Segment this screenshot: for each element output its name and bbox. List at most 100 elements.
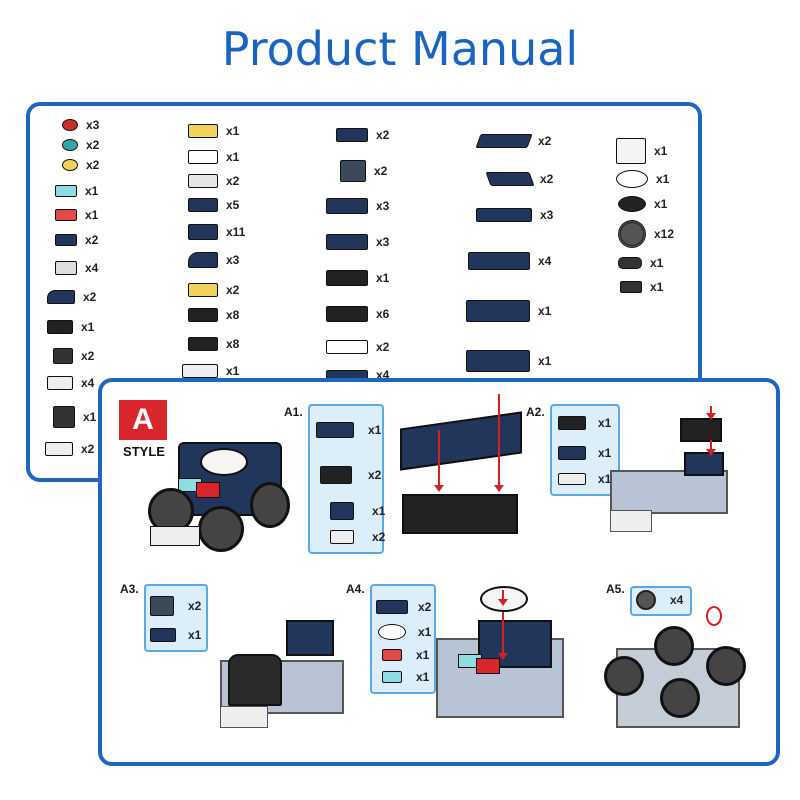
tire-icon (636, 590, 656, 610)
part-item: x1 (616, 170, 669, 188)
wedge-plate-left-navy-icon (475, 134, 533, 148)
down-arrow-icon (498, 612, 508, 660)
wheel (198, 506, 244, 552)
part-item: x6 (326, 306, 389, 322)
cube-black-icon (53, 406, 75, 428)
wedge-navy-icon (47, 290, 75, 304)
style-badge: A (119, 400, 167, 440)
wheel (250, 482, 290, 528)
part-item: x2 (47, 290, 96, 304)
step-a2-label: A2. (526, 405, 545, 419)
step-part: x1 (382, 648, 429, 662)
step-part: x2 (320, 466, 381, 484)
wedge-plate-right-navy-icon (485, 172, 535, 186)
part-item: x1 (53, 406, 96, 428)
brick-1x2-navy-icon (188, 224, 218, 240)
part-item: x3 (62, 118, 99, 132)
part-item: x2 (485, 172, 553, 186)
plate-1x1-navy-icon (55, 234, 77, 246)
part-item: x1 (55, 208, 98, 222)
windscreen-black-icon (150, 596, 174, 616)
plate-2x2-navy-icon (326, 234, 368, 250)
part-item: x3 (188, 252, 239, 268)
clip-plate-black-icon (47, 320, 73, 334)
step-part: x1 (316, 422, 381, 438)
car-base-navy-icon (466, 350, 530, 372)
wheel (604, 656, 644, 696)
rotate-icon (706, 606, 722, 626)
tire-icon (618, 220, 646, 248)
part-item: x2 (188, 283, 239, 297)
step-part: x1 (150, 628, 201, 642)
round-tile-teal-icon (62, 139, 78, 151)
pin-plate-black-icon (188, 337, 218, 351)
round-dish-white-icon (616, 170, 648, 188)
part-item: x1 (616, 138, 667, 164)
roof-dish (200, 448, 248, 476)
red-light (196, 482, 220, 498)
tile-trans-clear-icon (55, 185, 77, 197)
part-item: x2 (55, 233, 98, 247)
wheel-holder-black-icon (320, 466, 352, 484)
light-plate-white-icon (330, 530, 354, 544)
wheel (660, 678, 700, 718)
windscreen-black-icon (340, 160, 366, 182)
down-arrow-icon (706, 406, 716, 420)
part-item: x4 (47, 376, 94, 390)
step-part: x1 (330, 502, 385, 520)
part-item: x8 (188, 337, 239, 351)
clip-plate-black-icon (188, 308, 218, 322)
part-item: x2 (326, 340, 389, 354)
plate-navy-icon (336, 128, 368, 142)
tile-trans-red-icon (55, 209, 77, 221)
slope-white-icon (45, 442, 73, 456)
part-item: x1 (620, 280, 663, 294)
step-part: x2 (330, 530, 385, 544)
slope-yellow-icon (188, 283, 218, 297)
plate-navy-icon (150, 628, 176, 642)
hinge-white-icon (47, 376, 73, 390)
part-item: x2 (45, 442, 94, 456)
wheel-holder-black-icon (326, 306, 368, 322)
step-a1-label: A1. (284, 405, 303, 419)
part-item: x2 (62, 138, 99, 152)
down-arrow-icon (434, 430, 444, 492)
step-part: x2 (376, 600, 431, 614)
part-item: x2 (62, 158, 99, 172)
grille-tile-white-icon (558, 473, 586, 485)
part-item: x5 (188, 198, 239, 212)
part-item: x1 (47, 320, 94, 334)
clip-plate-black-icon (558, 416, 586, 430)
part-item: x1 (466, 350, 551, 372)
part-item: x11 (188, 224, 245, 240)
tile-yellow-icon (188, 124, 218, 138)
plate-navy-icon (558, 446, 586, 460)
step-part: x4 (636, 590, 683, 610)
round-dish-white-icon (378, 624, 406, 640)
part-item: x2 (340, 160, 387, 182)
plate-2x2-black-icon (326, 270, 368, 286)
part-item: x8 (188, 308, 239, 322)
wheel (706, 646, 746, 686)
style-badge-label: STYLE (123, 444, 165, 459)
round-tile-red-icon (62, 119, 78, 131)
step-part: x1 (558, 416, 611, 430)
lever-black-icon (618, 257, 642, 269)
plate-1x2-navy-icon (188, 198, 218, 212)
part-item: x1 (326, 270, 389, 286)
part-item: x4 (55, 261, 98, 275)
part-item: x2 (336, 128, 389, 142)
part-item: x2 (188, 174, 239, 188)
round-plate-black-icon (618, 196, 646, 212)
plate-navy-icon (316, 422, 354, 438)
wheel (654, 626, 694, 666)
technic-brick-black-icon (53, 348, 73, 364)
part-item: x1 (188, 124, 239, 138)
part-item: x12 (618, 220, 674, 248)
light-plate-white-icon (182, 364, 218, 378)
pin-connector-black-icon (620, 281, 642, 293)
part-item: x3 (326, 198, 389, 214)
step-a4-label: A4. (346, 582, 365, 596)
tile-trans-clear-icon (382, 671, 402, 683)
mudguard-navy-icon (466, 300, 530, 322)
